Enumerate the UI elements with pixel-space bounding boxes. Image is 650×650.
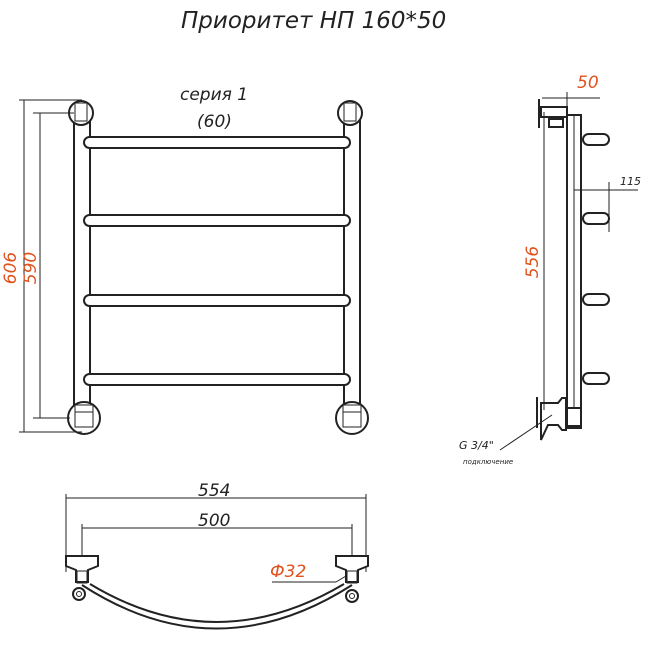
top-left-valve [72,587,86,601]
top-right-fitting [335,555,369,583]
rung-4 [83,373,351,386]
side-rung-2 [582,212,610,225]
left-riser [73,111,91,418]
side-rung-3 [582,293,610,306]
dim-height-centers: 590 [21,252,41,284]
side-rung-1 [582,133,610,146]
front-view: серия 1 (60) [67,85,369,435]
top-view: 554 500 Ф32 [65,481,369,630]
connection-note: подключение [463,458,513,466]
dim-height-total: 606 [1,252,21,285]
dim-diameter: Ф32 [270,562,306,582]
dim-rung-offset: 115 [620,175,641,188]
drawing-title: Приоритет НП 160*50 [181,8,446,34]
top-left-fitting [65,555,99,583]
curved-rung [81,584,353,630]
side-top-bracket [540,106,568,118]
right-riser [343,111,361,418]
side-bottom-fitting [540,397,567,441]
connection-thread: G 3/4" [459,439,494,452]
dim-width-total: 554 [198,481,230,501]
height-dimensions: 606 590 [1,99,82,433]
rung-3 [83,294,351,307]
rung-1 [83,136,351,149]
fitting-bottom-right [335,401,369,435]
side-rung-4 [582,372,610,385]
dim-side-height: 556 [523,246,543,279]
side-view: 50 115 556 G 3/4" подключение [459,73,641,466]
rung-2 [83,214,351,227]
fitting-bottom-left [67,401,101,435]
dim-width-centers: 500 [198,511,230,531]
series-code: (60) [197,112,232,132]
series-label: серия 1 [180,85,248,105]
top-right-valve [345,589,359,603]
dim-depth: 50 [577,73,599,93]
